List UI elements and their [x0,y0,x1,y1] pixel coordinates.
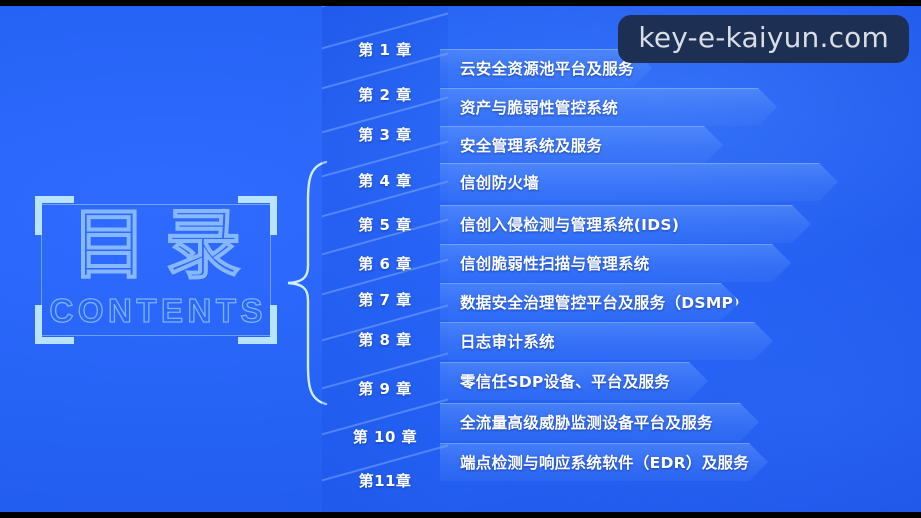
toc-entry-bar[interactable]: 安全管理系统及服务 [440,126,723,164]
toc-entry-title: 信创防火墙 [460,174,540,192]
toc-entry-title: 信创脆弱性扫描与管理系统 [460,255,650,273]
toc-entry-title: 全流量高级威胁监测设备平台及服务 [460,414,713,432]
watermark-badge: key-e-kaiyun.com [618,15,909,63]
toc-entry-bar[interactable]: 全流量高级威胁监测设备平台及服务 [440,403,759,441]
chapter-number-label: 第 10 章 [352,428,418,446]
toc-entry-title: 资产与脆弱性管控系统 [460,99,619,117]
chapter-number-label: 第 3 章 [358,126,412,144]
chapter-number-label: 第 5 章 [358,216,412,234]
toc-entry-title: 端点检测与响应系统软件（EDR）及服务 [460,454,750,472]
curly-brace-icon [287,160,328,406]
toc-entry-bar[interactable]: 信创入侵检测与管理系统(IDS) [440,205,811,243]
toc-entry-title: 零信任SDP设备、平台及服务 [460,373,671,391]
toc-entry-bar[interactable]: 信创脆弱性扫描与管理系统 [440,244,791,282]
contents-title-block: 目录 CONTENTS [35,196,277,344]
chapter-number-column [322,0,448,518]
toc-entry-title: 信创入侵检测与管理系统(IDS) [460,216,680,234]
toc-entry-bar[interactable]: 资产与脆弱性管控系统 [440,88,777,126]
chapter-number-label: 第 2 章 [358,86,412,104]
chapter-number-label: 第 7 章 [358,291,412,309]
inner-frame-border [41,204,271,336]
chapter-number-label: 第 6 章 [358,255,412,273]
letterbox-bottom [0,512,921,518]
contents-title-chinese: 目录 [70,200,259,289]
letterbox-top [0,0,921,6]
chapter-number-label: 第11章 [358,472,412,490]
chapter-number-label: 第 4 章 [358,172,412,190]
toc-entry-bar[interactable]: 日志审计系统 [440,322,773,360]
toc-entry-bar[interactable]: 数据安全治理管控平台及服务（DSMP） [440,283,740,321]
chapter-number-label: 第 9 章 [358,380,412,398]
corner-bracket-bottom-right-icon [238,305,277,344]
toc-entry-bar[interactable]: 端点检测与响应系统软件（EDR）及服务 [440,443,768,481]
toc-entry-bar[interactable]: 零信任SDP设备、平台及服务 [440,362,708,400]
toc-entry-title: 数据安全治理管控平台及服务（DSMP） [460,294,750,312]
corner-bracket-top-left-icon [35,196,74,235]
toc-entry-bar[interactable]: 信创防火墙 [440,163,838,201]
chapter-number-label: 第 1 章 [358,41,412,59]
contents-title-english: CONTENTS [49,291,267,329]
toc-entry-title: 安全管理系统及服务 [460,137,603,155]
toc-entry-title: 日志审计系统 [460,333,555,351]
corner-bracket-bottom-left-icon [35,305,74,344]
corner-bracket-top-right-icon [238,196,277,235]
chapter-number-label: 第 8 章 [358,331,412,349]
toc-entry-title: 云安全资源池平台及服务 [460,60,634,78]
toc-entry-bar[interactable]: 云安全资源池平台及服务 [440,49,652,87]
